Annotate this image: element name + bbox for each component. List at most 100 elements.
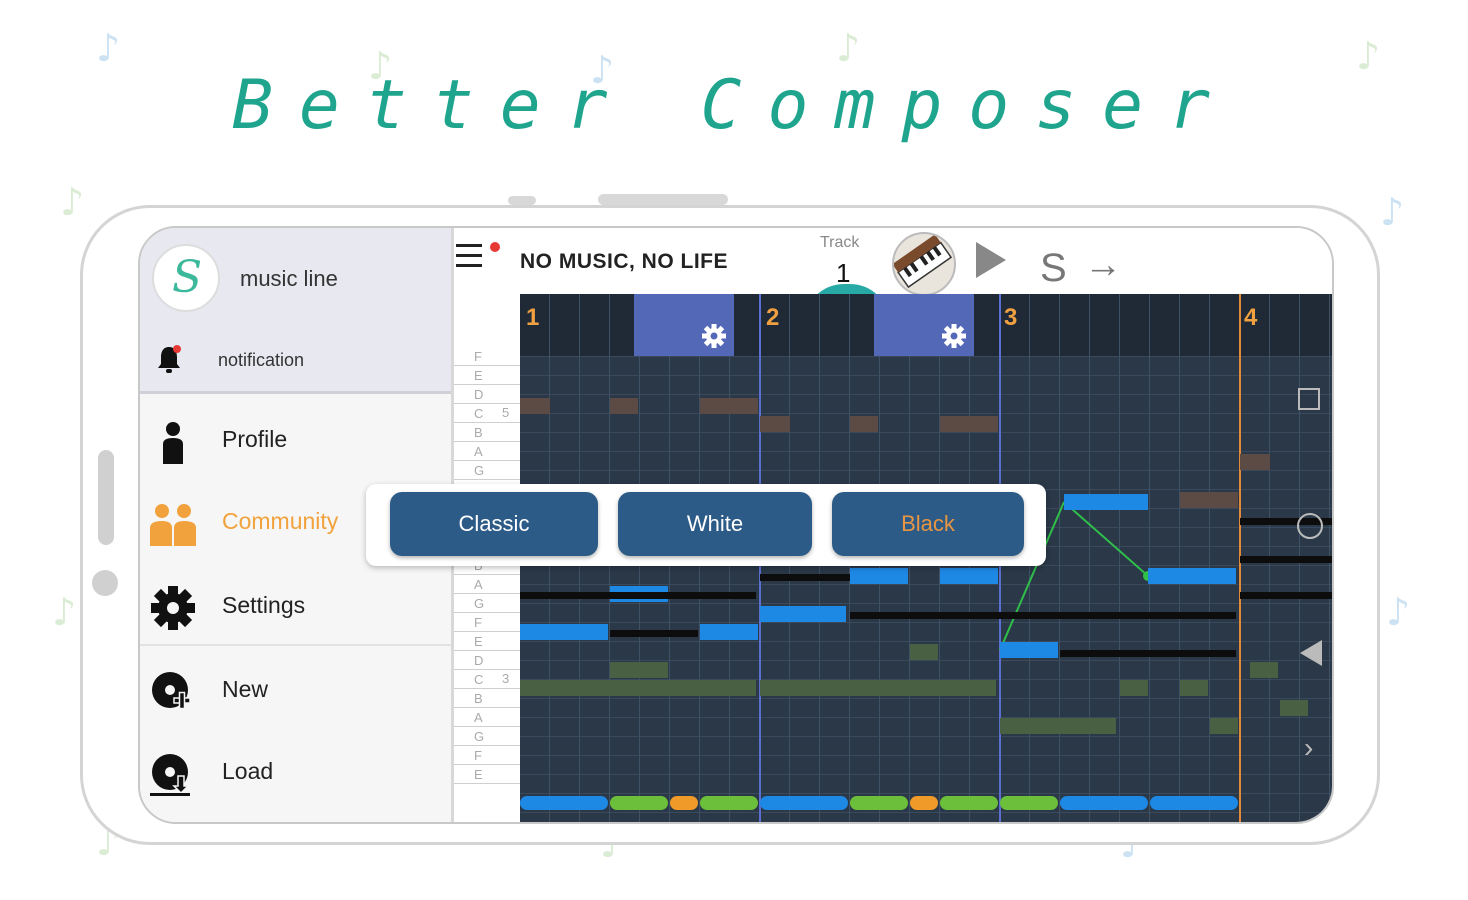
piano-key[interactable]: A [454, 443, 520, 461]
music-note-decoration: ♪ [52, 590, 77, 634]
note[interactable] [1148, 568, 1236, 584]
grid-line [520, 793, 1332, 794]
note[interactable] [1180, 680, 1208, 696]
note[interactable] [1240, 592, 1332, 599]
menu-label: Load [222, 758, 274, 784]
note[interactable] [940, 416, 998, 432]
menu-icon[interactable] [456, 244, 484, 270]
drawer-header: S music line notification [140, 228, 451, 394]
note[interactable] [1000, 718, 1116, 734]
timeline-segment [910, 796, 938, 810]
note[interactable] [1120, 680, 1148, 696]
grid-line [520, 660, 1332, 661]
note[interactable] [520, 680, 756, 696]
home-icon[interactable] [1297, 513, 1323, 539]
timeline-segment [670, 796, 698, 810]
menu-item-load[interactable]: Load [140, 734, 451, 810]
bell-icon[interactable] [156, 344, 182, 374]
theme-black-button[interactable]: Black [832, 492, 1024, 556]
theme-popup: Classic White Black [366, 484, 1046, 566]
piano-key[interactable]: E [454, 766, 520, 784]
bar-number: 4 [1244, 304, 1258, 331]
note[interactable] [610, 398, 638, 414]
note[interactable] [520, 592, 756, 599]
notification-label[interactable]: notification [218, 350, 305, 370]
note[interactable] [1064, 494, 1148, 510]
piano-key[interactable]: F [454, 614, 520, 632]
phone-camera [92, 570, 118, 596]
bar-settings-block[interactable] [874, 294, 974, 356]
menu-item-new[interactable]: New [140, 652, 451, 728]
menu-item-settings[interactable]: Settings [140, 568, 451, 644]
headline: Better Composer [231, 66, 1237, 145]
solo-button[interactable]: S [1040, 246, 1067, 290]
note[interactable] [760, 606, 846, 622]
grid-line [520, 432, 1332, 433]
note[interactable] [850, 568, 908, 584]
timeline-segment [1060, 796, 1148, 810]
theme-classic-button[interactable]: Classic [390, 492, 598, 556]
note[interactable] [1240, 556, 1332, 563]
play-icon[interactable] [976, 242, 1006, 278]
note[interactable] [850, 612, 1236, 619]
piano-key[interactable]: B [454, 690, 520, 708]
note[interactable] [850, 416, 878, 432]
piano-key[interactable]: E [454, 633, 520, 651]
piano-key[interactable]: E [454, 367, 520, 385]
menu-item-profile[interactable]: Profile [140, 402, 451, 478]
piano-key[interactable]: G [454, 728, 520, 746]
note[interactable] [1280, 700, 1308, 716]
piano-key[interactable]: A [454, 709, 520, 727]
piano-key[interactable]: A [454, 576, 520, 594]
piano-key[interactable]: F [454, 747, 520, 765]
note[interactable] [610, 662, 668, 678]
note[interactable] [940, 568, 998, 584]
music-note-decoration: ♪ [1386, 590, 1411, 634]
grid-line [520, 717, 1332, 718]
note[interactable] [760, 574, 850, 581]
note[interactable] [1240, 518, 1332, 525]
note[interactable] [1060, 650, 1236, 657]
grid-line [1089, 294, 1090, 822]
piano-key[interactable]: B [454, 424, 520, 442]
timeline-segment [940, 796, 998, 810]
piano-key[interactable]: C [454, 405, 520, 423]
note[interactable] [610, 630, 698, 637]
note[interactable] [1180, 492, 1238, 508]
timeline-segment [1000, 796, 1058, 810]
recent-apps-icon[interactable] [1298, 388, 1320, 410]
theme-white-button[interactable]: White [618, 492, 812, 556]
bar-number: 3 [1004, 304, 1018, 331]
app-name: music line [240, 266, 338, 291]
piano-key[interactable]: D [454, 386, 520, 404]
note[interactable] [760, 416, 790, 432]
piano-key[interactable]: D [454, 652, 520, 670]
note[interactable] [1000, 642, 1058, 658]
grid-line [520, 812, 1332, 813]
piano-key[interactable]: G [454, 595, 520, 613]
song-title[interactable]: NO MUSIC, NO LIFE [520, 250, 728, 273]
note[interactable] [1250, 662, 1278, 678]
menu-item-community[interactable]: Community [140, 484, 451, 560]
piano-key[interactable]: G [454, 462, 520, 480]
chevron-right-icon[interactable]: › [1304, 732, 1314, 763]
next-track-button[interactable]: → [1084, 244, 1122, 286]
note[interactable] [700, 398, 758, 414]
grid-line [520, 603, 1332, 604]
note[interactable] [700, 624, 758, 640]
note[interactable] [520, 624, 608, 640]
grid-line [520, 451, 1332, 452]
grid-line [1209, 294, 1210, 822]
piano-key[interactable]: F [454, 348, 520, 366]
note[interactable] [1210, 718, 1238, 734]
note[interactable] [1240, 454, 1270, 470]
track-number[interactable]: 1 [836, 258, 851, 288]
piano-instrument-icon[interactable] [892, 232, 956, 296]
note[interactable] [910, 644, 938, 660]
grid-line [520, 394, 1332, 395]
bar-settings-block[interactable] [634, 294, 734, 356]
note[interactable] [760, 680, 996, 696]
note[interactable] [520, 398, 550, 414]
back-icon[interactable] [1300, 640, 1322, 666]
piano-key[interactable]: C [454, 671, 520, 689]
